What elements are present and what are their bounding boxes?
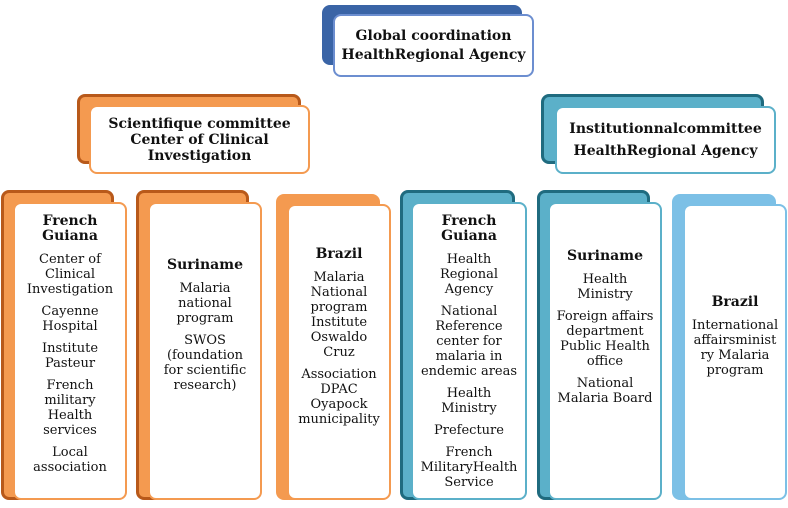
left-subtitle-2: Investigation (147, 147, 252, 164)
right-title: Institutionnalcommittee (569, 121, 762, 137)
col-3-title: Brazil (315, 245, 363, 262)
left-title: Scientifique committee (108, 115, 291, 132)
top-subtitle: HealthRegional Agency (341, 47, 526, 63)
top-box: Global coordination HealthRegional Agenc… (333, 14, 534, 77)
right-box: Institutionnalcommittee HealthRegional A… (555, 106, 776, 174)
top-title: Global coordination (355, 28, 512, 44)
left-subtitle-1: Center of Clinical (130, 131, 269, 148)
col-6-title: Brazil (711, 294, 759, 310)
col-2-title: Suriname (167, 257, 243, 273)
right-subtitle: HealthRegional Agency (573, 143, 758, 159)
col-5-title: Suriname (567, 248, 643, 264)
col-4-item-4: Prefecture (434, 423, 504, 438)
left-box: Scientifique committee Center of Clinica… (89, 105, 310, 174)
